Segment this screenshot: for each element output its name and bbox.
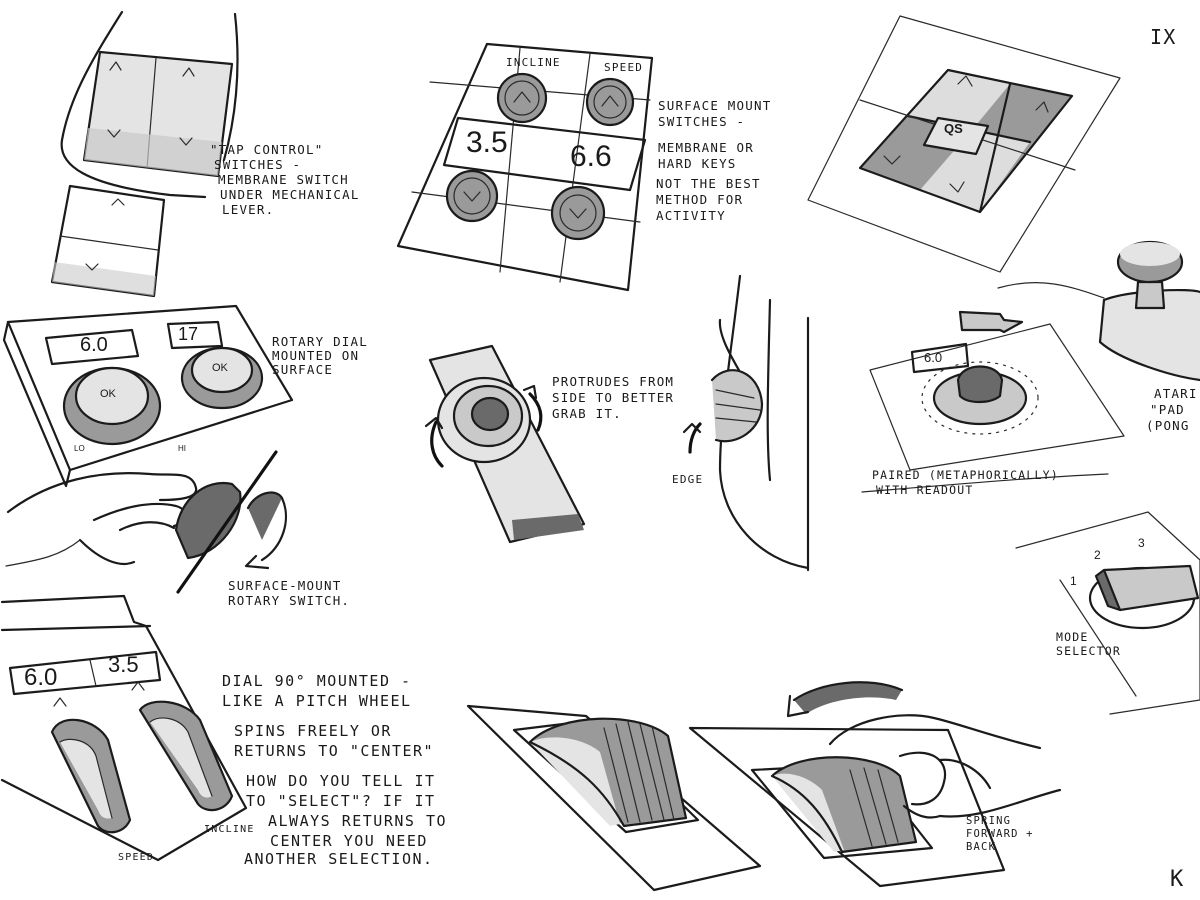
note-line: TO "SELECT"? IF IT — [246, 792, 436, 810]
bottom-right-mark: K — [1170, 867, 1185, 892]
note-line: SURFACE-MOUNT — [228, 578, 342, 593]
mode-number-2: 2 — [1094, 548, 1101, 562]
note-line: ROTARY SWITCH. — [228, 593, 351, 608]
mode-selector-sketch — [1015, 511, 1200, 715]
note-line: ROTARY DIAL — [272, 334, 368, 349]
mode-number-1: 1 — [1070, 574, 1077, 588]
note-line: BACK — [966, 841, 997, 853]
note-line: (PONG — [1146, 418, 1190, 433]
note-line: ANOTHER SELECTION. — [244, 850, 434, 868]
spring-lever-sketch — [688, 681, 1062, 888]
note-line: ATARI — [1154, 386, 1198, 401]
top-right-mark: IX — [1150, 25, 1177, 49]
note-line: ALWAYS RETURNS TO — [268, 812, 448, 830]
atari-knob-sketch — [997, 240, 1200, 382]
note-line: SWITCHES - — [214, 157, 302, 172]
note-line: SPRING — [966, 815, 1012, 827]
note-line: CENTER YOU NEED — [270, 832, 428, 850]
note-line: PROTRUDES FROM — [552, 374, 675, 389]
incline-label: INCLINE — [506, 56, 561, 69]
pitch-wheel-panel-sketch — [0, 594, 248, 862]
note-line: DIAL 90° MOUNTED - — [222, 672, 412, 690]
note-line: METHOD FOR — [656, 192, 744, 207]
note-line: MODE — [1056, 630, 1089, 644]
note-line: SIDE TO BETTER — [552, 390, 675, 405]
note-line: FORWARD + — [966, 828, 1034, 840]
note-line: "TAP CONTROL" — [210, 142, 324, 157]
speed-label: SPEED — [604, 61, 644, 74]
qs-pad-sketch — [807, 15, 1121, 273]
rotary-readout-left: 6.0 — [80, 334, 108, 356]
note-line: SELECTOR — [1056, 644, 1121, 658]
note-line: SURFACE — [272, 362, 334, 377]
note-line: "PAD — [1150, 402, 1185, 417]
note-line: MEMBRANE OR — [658, 140, 754, 155]
tap-control-sketch — [50, 10, 239, 298]
edge-label: EDGE — [672, 473, 704, 486]
pitch-readout-left: 6.0 — [24, 664, 58, 691]
note-line: MEMBRANE SWITCH — [218, 172, 349, 187]
rotary-readout-right: 17 — [178, 324, 199, 344]
note-line: PAIRED (METAPHORICALLY) — [872, 468, 1059, 482]
incline-readout: 3.5 — [466, 126, 508, 159]
speed-readout: 6.6 — [570, 140, 612, 173]
surface-mount-sketch — [396, 42, 654, 292]
lo-label: LO — [74, 444, 85, 453]
dial-label-left: OK — [100, 388, 116, 400]
note-line: LEVER. — [222, 202, 275, 217]
note-line: NOT THE BEST — [656, 176, 761, 191]
dial-label-right: OK — [212, 362, 228, 374]
rotary-panel-sketch — [2, 304, 294, 488]
note-line: SURFACE MOUNT — [658, 98, 772, 113]
slider-wheel-sketch — [466, 704, 762, 892]
note-line: ACTIVITY — [656, 208, 726, 223]
note-line: GRAB IT. — [552, 406, 622, 421]
mode-number-3: 3 — [1138, 536, 1145, 550]
paired-dial-readout: 6.0 — [924, 350, 943, 365]
edge-wheel-sketch — [682, 274, 810, 572]
protruding-knob-sketch — [424, 344, 586, 544]
paired-dial-sketch — [861, 310, 1125, 493]
pitch-incline-label: INCLINE — [204, 824, 255, 835]
note-line: HOW DO YOU TELL IT — [246, 772, 436, 790]
note-line: SPINS FREELY OR — [234, 722, 392, 740]
qs-key-label: QS — [944, 121, 963, 136]
note-line: HARD KEYS — [658, 156, 737, 171]
hi-label: HI — [178, 444, 186, 453]
rotary-switch-sketch — [5, 450, 287, 594]
pitch-readout-right: 3.5 — [108, 652, 139, 677]
note-line: SWITCHES - — [658, 114, 746, 129]
note-line: RETURNS TO "CENTER" — [234, 742, 435, 760]
note-line: LIKE A PITCH WHEEL — [222, 692, 412, 710]
note-line: UNDER MECHANICAL — [220, 187, 360, 202]
note-line: WITH READOUT — [876, 483, 974, 497]
note-line: MOUNTED ON — [272, 348, 360, 363]
pitch-speed-label: SPEED — [118, 852, 155, 863]
